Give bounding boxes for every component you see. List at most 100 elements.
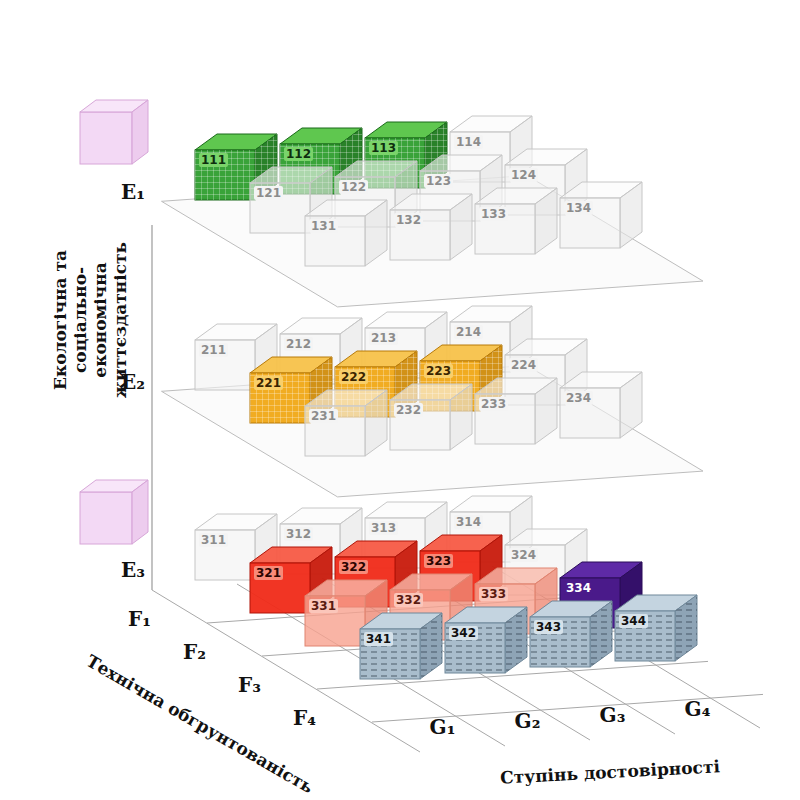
cube-code: 313	[369, 521, 398, 535]
cube-shape	[475, 378, 558, 445]
cube-front	[475, 394, 535, 444]
cube-code: 322	[339, 560, 368, 574]
cube-side	[620, 182, 642, 248]
cube-code: 114	[454, 135, 483, 149]
unit-cube: 342	[445, 607, 527, 673]
cube-code: 113	[369, 141, 398, 155]
cube-side	[365, 390, 387, 456]
unit-cube: 233	[475, 378, 557, 444]
cube-shape	[615, 595, 698, 662]
unit-cube: 343	[530, 601, 612, 667]
cube-side	[420, 613, 442, 679]
cube-texture	[195, 150, 255, 200]
cube-side	[365, 200, 387, 266]
cube-shape	[445, 607, 528, 674]
cube-code: 324	[509, 548, 538, 562]
cube-code: 312	[284, 527, 313, 541]
vertical-axis	[151, 225, 152, 590]
cube-front	[445, 623, 505, 673]
cube-side	[535, 188, 557, 254]
axis-tick: G₄	[685, 697, 711, 721]
cube-code: 212	[284, 337, 313, 351]
cube-front	[305, 406, 365, 456]
cube-code: 123	[424, 174, 453, 188]
cube-code: 314	[454, 515, 483, 529]
cube-front	[390, 210, 450, 260]
cube-shape	[475, 188, 558, 255]
cube-code: 211	[199, 343, 228, 357]
cube-texture	[420, 613, 442, 679]
cube-code: 341	[364, 632, 393, 646]
cube-texture	[530, 617, 590, 667]
cube-code: 232	[394, 403, 423, 417]
axis-title: Екологічна та соціально-економічна життє…	[50, 210, 130, 430]
cube-shape	[305, 200, 388, 267]
cube-texture	[615, 611, 675, 661]
cube-texture	[590, 601, 612, 667]
axis-title: Технічна обгрунтованість	[83, 651, 317, 798]
cube-front	[250, 373, 310, 423]
cube-code: 133	[479, 207, 508, 221]
unit-cube: 341	[360, 613, 442, 679]
cube-code: 224	[509, 358, 538, 372]
cube-code: 332	[394, 593, 423, 607]
axis-tick: G₃	[600, 703, 626, 727]
unit-cube: 344	[615, 595, 697, 661]
cube-side	[535, 378, 557, 444]
cube-code: 344	[619, 614, 648, 628]
cube-code: 234	[564, 391, 593, 405]
cube-code: 222	[339, 370, 368, 384]
cube-code: 134	[564, 201, 593, 215]
layer-planes	[162, 176, 704, 497]
cube-shape	[560, 182, 643, 249]
cube-code: 231	[309, 409, 338, 423]
cube-code: 131	[309, 219, 338, 233]
axis-tick: G₁	[430, 715, 456, 739]
cube-front	[195, 150, 255, 200]
cube-side	[450, 194, 472, 260]
cube-shape	[390, 194, 473, 261]
cube-shape	[390, 384, 473, 451]
cube-texture	[250, 373, 310, 423]
cube-side	[450, 384, 472, 450]
cube-code: 214	[454, 325, 483, 339]
cube-texture	[505, 607, 527, 673]
cube-shape	[530, 601, 613, 668]
cube-code: 311	[199, 533, 228, 547]
axis-tick: F₃	[238, 673, 261, 697]
cube-code: 331	[309, 599, 338, 613]
cube-side	[675, 595, 697, 661]
cube-front	[390, 400, 450, 450]
cube-code: 221	[254, 376, 283, 390]
axis-tick: E₂	[121, 370, 145, 394]
cube-code: 321	[254, 566, 283, 580]
axis-title: Ступінь достовірності	[500, 756, 721, 787]
axis-tick: F₁	[128, 607, 151, 631]
unit-cube: 231	[305, 390, 387, 456]
unit-cube: 131	[305, 200, 387, 266]
cube-code: 132	[394, 213, 423, 227]
unit-cube: 133	[475, 188, 557, 254]
axis-tick: F₂	[183, 640, 206, 664]
cube-code: 334	[564, 581, 593, 595]
cube-front	[195, 340, 255, 390]
unit-cube: 234	[560, 372, 642, 438]
cube-front	[530, 617, 590, 667]
cube-front	[560, 388, 620, 438]
unit-cube: 132	[390, 194, 472, 260]
cube-code: 213	[369, 331, 398, 345]
floor-grid	[152, 566, 763, 752]
cube-texture	[445, 623, 505, 673]
cube-shape	[560, 372, 643, 439]
cube-front	[250, 183, 310, 233]
axis-tick: G₂	[515, 709, 541, 733]
cube-front	[305, 596, 365, 646]
cube-side	[590, 601, 612, 667]
cube-texture	[360, 629, 420, 679]
axis-tick: F₄	[293, 706, 316, 730]
cube-shape	[305, 390, 388, 457]
axis-tick: E₁	[121, 180, 145, 204]
cube-code: 323	[424, 554, 453, 568]
cube-code: 111	[199, 153, 228, 167]
